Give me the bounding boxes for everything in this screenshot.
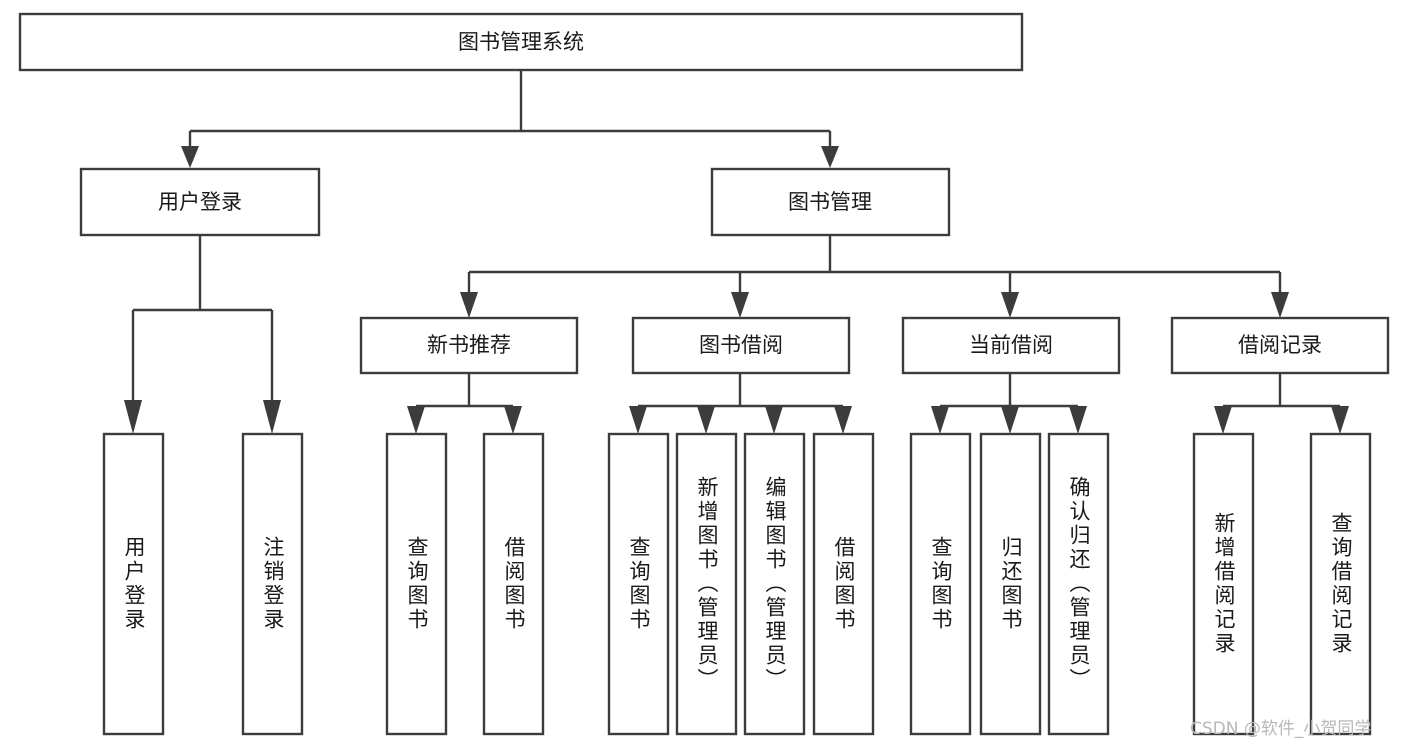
node-root-label: 图书管理系统 — [458, 30, 584, 54]
leaf-current-borrow-1[interactable]: 查询图书 — [909, 432, 972, 736]
node-book-management-label: 图书管理 — [788, 190, 872, 214]
node-book-borrow-box[interactable] — [631, 316, 851, 375]
node-user-login-box[interactable] — [79, 167, 321, 237]
arrow-head-leaf-user-login — [124, 400, 142, 434]
node-book-management[interactable]: 图书管理 — [710, 167, 951, 237]
node-borrow-record-box[interactable] — [1170, 316, 1390, 375]
arrow-head-bb-leaf-4 — [834, 406, 852, 434]
node-book-borrow-label: 图书借阅 — [699, 333, 783, 357]
node-current-borrow[interactable]: 当前借阅 — [901, 316, 1121, 375]
leaf-new-book-2-label: 借阅图书 — [502, 536, 526, 632]
leaf-book-borrow-4-box[interactable] — [812, 432, 875, 736]
connector-layer — [124, 70, 1349, 434]
leaf-borrow-record-2-label: 查询借阅记录 — [1329, 512, 1353, 656]
node-new-book-recommend-label: 新书推荐 — [427, 333, 511, 357]
leaf-book-borrow-1[interactable]: 查询图书 — [607, 432, 670, 736]
node-root[interactable]: 图书管理系统 — [18, 12, 1024, 72]
leaf-current-borrow-2[interactable]: 归还图书 — [979, 432, 1042, 736]
arrow-head-bb-leaf-3 — [765, 406, 783, 434]
leaf-borrow-record-1-label: 新增借阅记录 — [1212, 512, 1236, 656]
leaf-book-borrow-3[interactable]: 编辑图书（管理员） — [743, 432, 806, 736]
node-new-book-recommend[interactable]: 新书推荐 — [359, 316, 579, 375]
leaf-user-login-1[interactable]: 用户登录 — [102, 432, 165, 736]
arrow-head-leaf-logout — [263, 400, 281, 434]
node-borrow-record[interactable]: 借阅记录 — [1170, 316, 1390, 375]
leaf-book-borrow-3-label: 编辑图书（管理员） — [763, 476, 787, 692]
leaf-borrow-record-1-box[interactable] — [1192, 432, 1255, 736]
leaf-user-login-1-box[interactable] — [102, 432, 165, 736]
leaf-book-borrow-4[interactable]: 借阅图书 — [812, 432, 875, 736]
arrow-head-user-login — [181, 146, 199, 168]
leaf-current-borrow-2-box[interactable] — [979, 432, 1042, 736]
leaf-user-login-2-box[interactable] — [241, 432, 304, 736]
arrow-head-current-borrow — [1001, 292, 1019, 318]
node-current-borrow-label: 当前借阅 — [969, 333, 1053, 357]
leaf-new-book-1-box[interactable] — [385, 432, 448, 736]
leaf-user-login-2-label: 注销登录 — [261, 536, 285, 632]
leaf-user-login-2[interactable]: 注销登录 — [241, 432, 304, 736]
arrow-head-br-leaf-1 — [1214, 406, 1232, 434]
leaf-new-book-1[interactable]: 查询图书 — [385, 432, 448, 736]
leaf-current-borrow-3-label: 确认归还（管理员） — [1067, 476, 1091, 692]
leaf-book-borrow-1-label: 查询图书 — [627, 536, 651, 632]
leaf-current-borrow-3[interactable]: 确认归还（管理员） — [1047, 432, 1110, 736]
arrow-head-book-borrow — [731, 292, 749, 318]
node-user-login[interactable]: 用户登录 — [79, 167, 321, 237]
leaf-new-book-2-box[interactable] — [482, 432, 545, 736]
leaf-current-borrow-2-label: 归还图书 — [999, 536, 1023, 632]
leaf-book-borrow-2[interactable]: 新增图书（管理员） — [675, 432, 738, 736]
leaf-new-book-1-label: 查询图书 — [405, 536, 429, 632]
leaf-user-login-1-label: 用户登录 — [122, 536, 146, 632]
node-borrow-record-label: 借阅记录 — [1238, 333, 1322, 357]
arrow-head-borrow-record — [1271, 292, 1289, 318]
arrow-head-bb-leaf-2 — [697, 406, 715, 434]
leaf-book-borrow-3-box[interactable] — [743, 432, 806, 736]
node-book-management-box[interactable] — [710, 167, 951, 237]
arrow-head-cb-leaf-2 — [1001, 406, 1019, 434]
leaf-borrow-record-1[interactable]: 新增借阅记录 — [1192, 432, 1255, 736]
arrow-head-nb-leaf-1 — [407, 406, 425, 434]
node-book-borrow[interactable]: 图书借阅 — [631, 316, 851, 375]
leaf-current-borrow-3-box[interactable] — [1047, 432, 1110, 736]
leaf-book-borrow-1-box[interactable] — [607, 432, 670, 736]
arrow-head-bb-leaf-1 — [629, 406, 647, 434]
leaf-current-borrow-1-label: 查询图书 — [929, 536, 953, 632]
arrow-head-nb-leaf-2 — [504, 406, 522, 434]
leaf-book-borrow-2-box[interactable] — [675, 432, 738, 736]
node-new-book-recommend-box[interactable] — [359, 316, 579, 375]
leaf-borrow-record-2-box[interactable] — [1309, 432, 1372, 736]
arrow-head-br-leaf-2 — [1331, 406, 1349, 434]
leaf-book-borrow-2-label: 新增图书（管理员） — [695, 476, 719, 692]
leaf-book-borrow-4-label: 借阅图书 — [832, 536, 856, 632]
leaf-new-book-2[interactable]: 借阅图书 — [482, 432, 545, 736]
csdn-watermark: CSDN @软件_小贺同学 — [1190, 719, 1372, 739]
leaf-borrow-record-2[interactable]: 查询借阅记录 — [1309, 432, 1372, 736]
arrow-head-cb-leaf-3 — [1069, 406, 1087, 434]
arrow-head-cb-leaf-1 — [931, 406, 949, 434]
leaf-current-borrow-1-box[interactable] — [909, 432, 972, 736]
arrow-head-new-book — [460, 292, 478, 318]
node-root-box[interactable] — [18, 12, 1024, 72]
arrow-head-book-mgmt — [821, 146, 839, 168]
node-user-login-label: 用户登录 — [158, 190, 242, 214]
node-current-borrow-box[interactable] — [901, 316, 1121, 375]
